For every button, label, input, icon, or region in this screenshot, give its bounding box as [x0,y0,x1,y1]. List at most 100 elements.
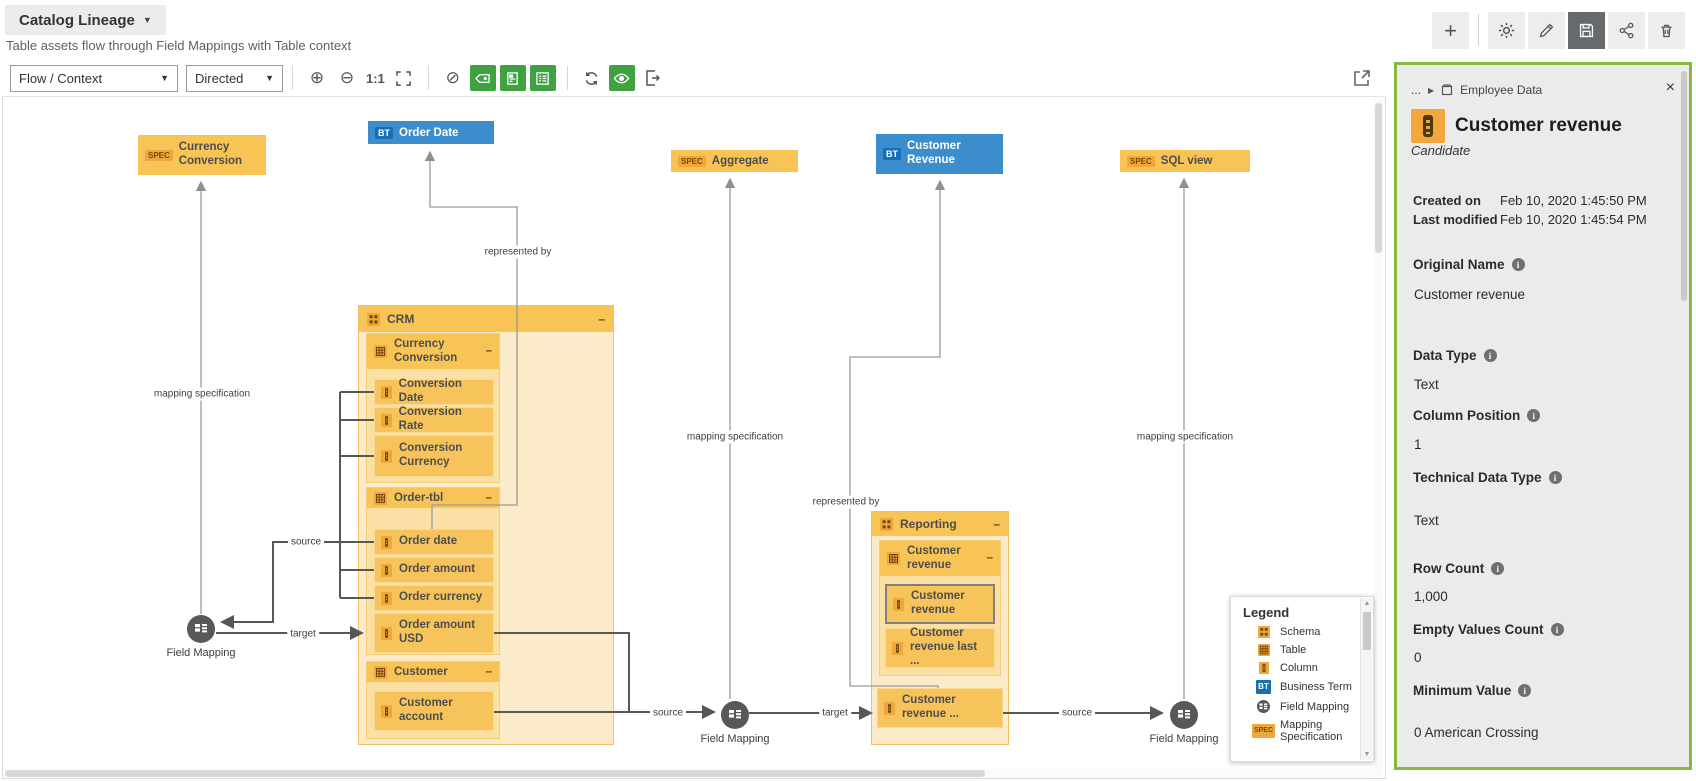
table-header[interactable]: Customer revenue – [880,541,1000,576]
info-icon[interactable]: i [1511,258,1525,271]
column-icon [381,626,392,640]
table-header[interactable]: Order-tbl – [367,488,499,509]
column-node-customer-revenue-last[interactable]: Customer revenue last ... [885,627,995,668]
collapse-button[interactable]: – [485,492,492,504]
view-mode-select[interactable]: Flow / Context ▼ [10,64,178,92]
export-button[interactable] [639,65,665,91]
delete-button[interactable] [1648,12,1685,49]
share-button[interactable] [1608,12,1645,49]
breadcrumb-domain[interactable]: Employee Data [1460,83,1543,97]
field-mapping-icon [195,624,207,633]
breadcrumb-arrow-icon: ▶ [1428,85,1435,95]
info-icon[interactable]: i [1548,471,1562,484]
field-mapping-node-2[interactable] [721,701,749,729]
canvas-horizontal-scrollbar[interactable] [3,769,1373,778]
field-value: 0 American Crossing [1414,725,1539,740]
collapse-button[interactable]: – [993,517,1000,531]
export-icon [646,70,660,86]
column-node-order-date[interactable]: Order date [374,529,494,555]
column-node-customer-revenue-usd[interactable]: Customer revenue ... [877,688,1003,728]
table-label: Currency Conversion [394,338,458,365]
settings-button[interactable] [1488,12,1525,49]
breadcrumb[interactable]: ... ▶ Employee Data [1411,83,1542,97]
scroll-down-icon[interactable]: ▼ [1363,751,1371,758]
save-button[interactable] [1568,12,1605,49]
field-mapping-icon [1257,700,1270,713]
panel-scrollbar[interactable] [1681,71,1687,301]
close-panel-button[interactable]: × [1665,79,1675,96]
edit-button[interactable] [1528,12,1565,49]
column-label: Order date [399,535,458,548]
visibility-toggle[interactable] [608,65,635,91]
collapse-button[interactable]: – [986,552,993,565]
table-header[interactable]: Customer – [367,662,499,683]
breadcrumb-ellipsis[interactable]: ... [1411,83,1422,97]
info-icon[interactable]: i [1491,562,1505,575]
scroll-thumb[interactable] [1363,612,1371,650]
info-icon[interactable]: i [1550,623,1564,636]
asset-node-customer-revenue-bt[interactable]: BT Customer Revenue [876,134,1003,174]
legend-scrollbar[interactable]: ▲ ▼ [1360,598,1372,760]
schema-label: Reporting [900,517,957,531]
column-node-order-currency[interactable]: Order currency [374,585,494,611]
table-header[interactable]: Currency Conversion – [367,334,499,369]
edge-label-mapping-specification: mapping specification [683,430,787,444]
column-node-conversion-currency[interactable]: Conversion Currency [374,435,494,477]
view-description: Table assets flow through Field Mappings… [6,38,352,53]
fit-to-screen-button[interactable] [391,65,417,91]
disable-overlap-button[interactable]: ⊘ [445,68,460,87]
zoom-out-button[interactable]: ⊖ [339,68,355,87]
field-mapping-node-1[interactable] [187,615,215,643]
table-icon [374,344,387,358]
collapse-button[interactable]: – [598,312,605,326]
collapse-button[interactable]: – [485,345,492,358]
page-title: Catalog Lineage [19,11,135,29]
column-node-customer-revenue[interactable]: Customer revenue [885,584,995,624]
show-details-toggle[interactable] [529,65,556,91]
asset-label: Currency Conversion [178,141,243,167]
add-button[interactable]: + [1432,12,1469,49]
catalog-lineage-menu-button[interactable]: Catalog Lineage ▼ [5,5,166,35]
asset-node-aggregate-spec[interactable]: SPEC Aggregate [671,150,798,172]
schema-header-reporting[interactable]: Reporting – [872,512,1008,536]
field-mapping-icon [1178,710,1190,719]
asset-node-sql-view-spec[interactable]: SPEC SQL view [1120,150,1250,172]
collapse-button[interactable]: – [485,666,492,678]
column-icon [892,641,903,655]
column-node-order-amount[interactable]: Order amount [374,557,494,583]
scroll-up-icon[interactable]: ▲ [1363,600,1371,607]
canvas-vertical-scrollbar[interactable] [1374,99,1383,777]
column-icon [1258,662,1269,674]
spec-badge: SPEC [145,149,173,161]
share-icon [1619,22,1634,39]
column-node-order-amount-usd[interactable]: Order amount USD [374,613,494,653]
legend-item-column: Column [1257,662,1373,674]
asset-label: Aggregate [711,155,769,167]
info-icon[interactable]: i [1483,349,1497,362]
asset-node-currency-conversion-spec[interactable]: SPEC Currency Conversion [138,135,266,175]
open-in-new-button[interactable] [1352,68,1374,90]
show-context-toggle[interactable] [499,65,526,91]
column-node-conversion-rate[interactable]: Conversion Rate [374,406,494,433]
show-labels-toggle[interactable] [469,65,496,91]
field-mapping-node-3[interactable] [1170,701,1198,729]
list-icon [536,71,550,85]
info-icon[interactable]: i [1518,684,1532,697]
column-node-conversion-date[interactable]: Conversion Date [374,378,494,405]
asset-node-order-date-bt[interactable]: BT Order Date [368,121,494,144]
legend-item-schema: Schema [1257,626,1373,638]
info-icon[interactable]: i [1527,409,1541,422]
asset-label: SQL view [1160,155,1213,167]
scroll-thumb[interactable] [1375,103,1382,253]
column-node-customer-account[interactable]: Customer account [374,691,494,731]
bt-badge: BT [883,148,901,160]
zoom-actual-button[interactable]: 1:1 [366,70,385,86]
scroll-thumb[interactable] [5,770,985,777]
divider [427,66,429,90]
layout-select[interactable]: Directed ▼ [186,64,283,92]
refresh-button[interactable] [579,65,605,91]
schema-header-crm[interactable]: CRM – [359,306,613,332]
field-value: Customer revenue [1414,287,1526,302]
zoom-in-button[interactable]: ⊕ [309,68,325,87]
